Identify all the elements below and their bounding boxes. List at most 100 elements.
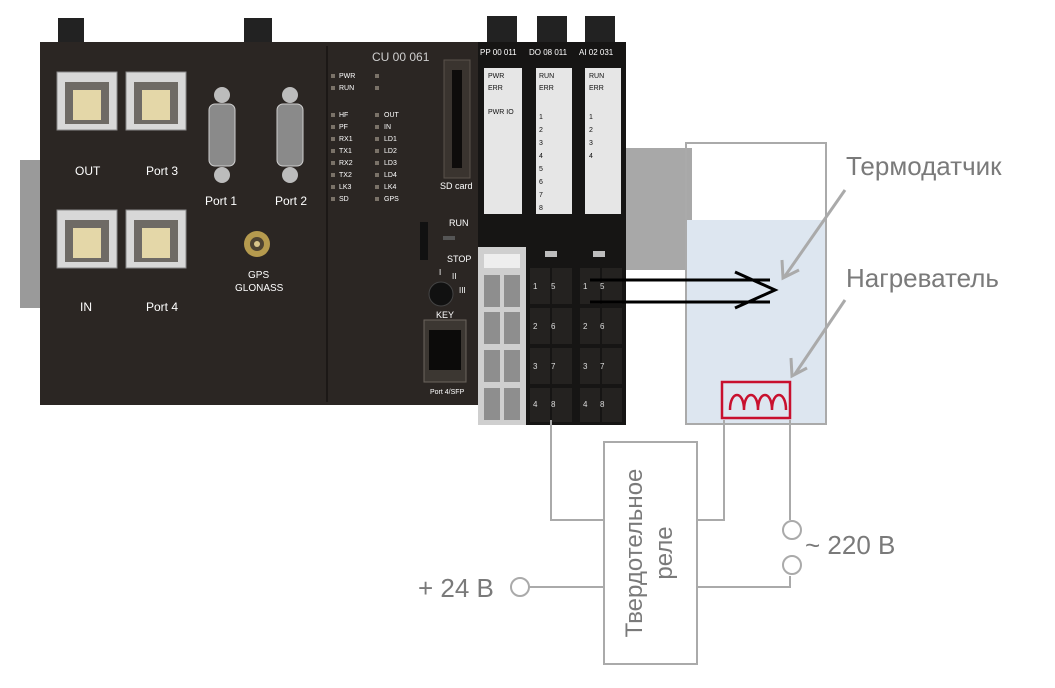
- cu-led-column-right: [375, 74, 379, 201]
- cu-led-labels-right: OUT IN LD1 LD2 LD3 LD4 LK4 GPS: [384, 110, 399, 206]
- heater-coil: [720, 380, 792, 420]
- module-pp-leds: PWR ERR PWR IO: [488, 71, 514, 119]
- cu-led-column-left: [331, 74, 335, 201]
- rj45-port-3: [125, 71, 187, 131]
- cu-led-label: LD1: [384, 136, 397, 143]
- module-led-label: RUN: [539, 73, 555, 80]
- relay-wiring: [529, 420, 791, 588]
- mount-clip: [244, 18, 272, 44]
- module-led-label: PWR: [488, 73, 505, 80]
- port-out-label: OUT: [75, 164, 101, 178]
- cu-led-label: RUN: [339, 85, 355, 92]
- module-led-label: 2: [589, 127, 593, 134]
- do-terminal-block: [530, 268, 572, 422]
- terminal-num: 4: [583, 400, 588, 409]
- rj45-port-4: [125, 209, 187, 269]
- relay-label-line1: Твердотельное: [621, 468, 648, 638]
- gps-antenna-connector: [244, 231, 270, 257]
- terminal-num: 1: [533, 282, 538, 291]
- module-pp-title: PP 00 011: [480, 48, 517, 57]
- module-led-label: 5: [539, 166, 543, 173]
- cu-led-label: LD2: [384, 148, 397, 155]
- module-led-label: 8: [539, 205, 543, 212]
- port-3-label: Port 3: [146, 164, 179, 178]
- switch-run-label: RUN: [449, 218, 469, 228]
- sensor-wire: [590, 270, 779, 310]
- module-led-label: RUN: [589, 73, 605, 80]
- run-stop-switch: [420, 222, 455, 307]
- terminal-num: 8: [551, 400, 556, 409]
- cu-led-label: RX2: [339, 160, 353, 167]
- cu-led-label: IN: [384, 124, 391, 131]
- supply-24v-label: + 24 В: [418, 573, 494, 603]
- gps-label-1: GPS: [248, 270, 270, 281]
- relay-label-line2: реле: [651, 526, 678, 580]
- terminal-num: 2: [583, 322, 588, 331]
- db9-port-2: [276, 87, 304, 183]
- module-led-label: 7: [539, 192, 543, 199]
- callout-lines: [780, 189, 847, 379]
- port-4-label: Port 4: [146, 300, 179, 314]
- cu-led-label: SD: [339, 196, 349, 203]
- mount-clip: [487, 16, 517, 46]
- sensor-label: Термодатчик: [846, 151, 1002, 181]
- module-do-leds: RUN ERR 1 2 3 4 5 6 7 8: [539, 71, 554, 215]
- solid-state-relay: [603, 441, 698, 665]
- module-do-title: DO 08 011: [529, 48, 568, 57]
- cu-led-label: GPS: [384, 196, 399, 203]
- module-led-label: PWR IO: [488, 109, 514, 116]
- module-led-label: [488, 95, 514, 107]
- module-led-label: 4: [539, 153, 543, 160]
- din-rail: [20, 160, 40, 308]
- module-led-label: 2: [539, 127, 543, 134]
- key-label: KEY: [436, 310, 455, 320]
- sfp-label: Port 4/SFP: [430, 389, 465, 396]
- db9-port-1: [208, 87, 236, 183]
- module-led-label: ERR: [589, 85, 604, 92]
- sd-card-slot: [443, 59, 471, 179]
- rj45-port-out: [56, 71, 118, 131]
- cu-title: CU 00 061: [372, 50, 430, 64]
- cu-led-label: [339, 95, 355, 110]
- terminal-num: 1: [583, 282, 588, 291]
- module-led-label: 6: [539, 179, 543, 186]
- switch-pos2: II: [452, 272, 457, 281]
- sd-card-label: SD card: [440, 181, 473, 191]
- module-led-label: 1: [589, 114, 593, 121]
- terminal-plus24: [510, 577, 530, 597]
- cu-led-label: TX1: [339, 148, 352, 155]
- module-led-label: 4: [589, 153, 593, 160]
- terminal-num: 6: [551, 322, 556, 331]
- pp-terminal-block: [484, 275, 520, 420]
- port-1-label: Port 1: [205, 194, 238, 208]
- tank-liquid: [686, 220, 826, 424]
- cu-led-label: LK4: [384, 184, 397, 191]
- cu-led-label: LD4: [384, 172, 397, 179]
- heater-label: Нагреватель: [846, 263, 999, 293]
- gps-label-2: GLONASS: [235, 283, 284, 294]
- terminal-num: 8: [600, 400, 605, 409]
- cu-led-label: OUT: [384, 112, 399, 119]
- port-2-label: Port 2: [275, 194, 308, 208]
- switch-stop-label: STOP: [447, 254, 472, 264]
- terminal-num: 6: [600, 322, 605, 331]
- module-ai-title: AI 02 031: [579, 48, 614, 57]
- terminal-num: 5: [551, 282, 556, 291]
- cu-led-label: RX1: [339, 136, 353, 143]
- module-ai-leds: RUN ERR 1 2 3 4: [589, 71, 604, 163]
- module-led-label: 1: [539, 114, 543, 121]
- module-led-label: [589, 95, 604, 111]
- module-led-label: [539, 95, 554, 111]
- cu-led-label: PF: [339, 124, 348, 131]
- terminal-num: 7: [551, 362, 556, 371]
- module-led-label: 3: [589, 140, 593, 147]
- supply-220v-label: ~ 220 В: [805, 530, 896, 560]
- rj45-port-in: [56, 209, 118, 269]
- module-led-label: ERR: [488, 85, 503, 92]
- terminal-num: 5: [600, 282, 605, 291]
- module-led-label: 3: [539, 140, 543, 147]
- mount-clip: [537, 16, 567, 46]
- cu-led-labels-left: PWR RUN HF PF RX1 TX1 RX2 TX2 LK3 SD: [339, 71, 355, 206]
- cu-led-label: LK3: [339, 184, 352, 191]
